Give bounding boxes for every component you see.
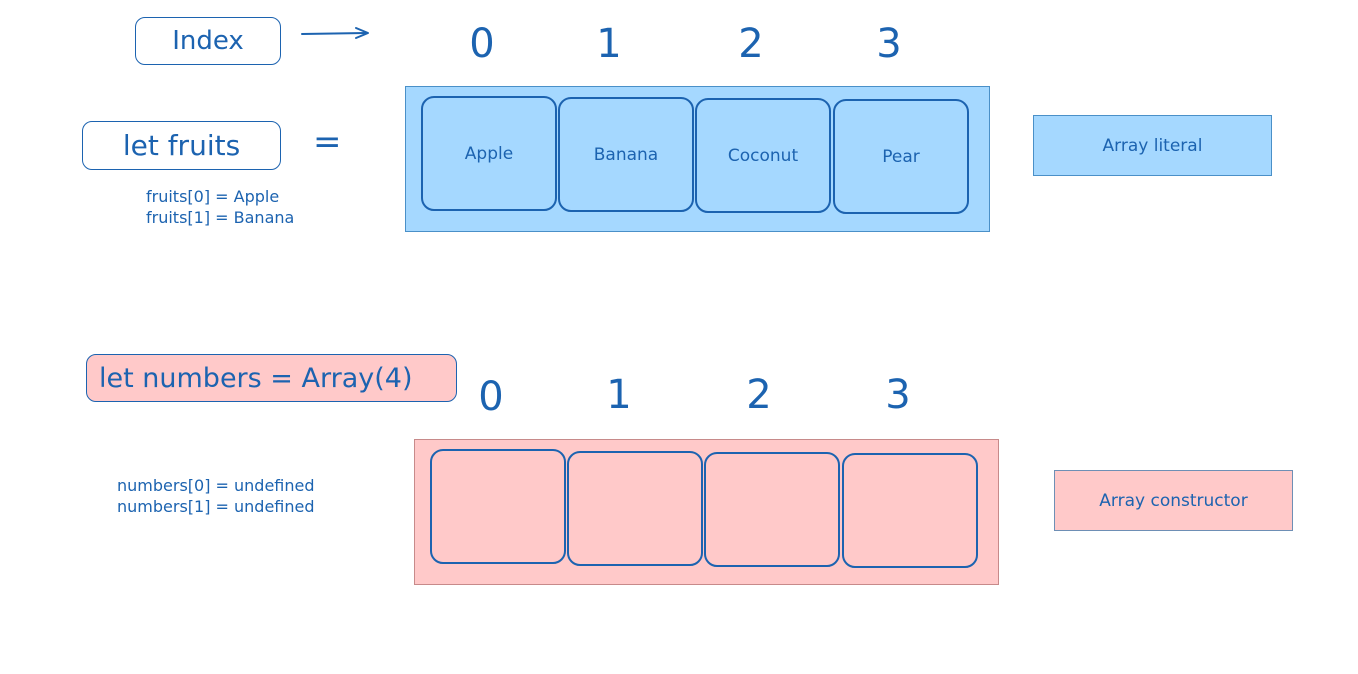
note-line: fruits[1] = Banana	[146, 208, 295, 227]
note-line: numbers[1] = undefined	[117, 497, 315, 516]
note-line: fruits[0] = Apple	[146, 187, 280, 206]
array-cell	[430, 449, 566, 564]
index-label: Index	[135, 17, 281, 65]
array-cell: Banana	[558, 97, 694, 212]
fruits-declaration: let fruits	[82, 121, 281, 170]
index-number: 0	[478, 374, 504, 420]
legend-array-constructor: Array constructor	[1054, 470, 1293, 531]
array-cell: Apple	[421, 96, 557, 211]
index-number: 1	[606, 372, 632, 418]
array-cell: Coconut	[695, 98, 831, 213]
index-number: 3	[876, 21, 902, 67]
fruits-array-container: Apple Banana Coconut Pear	[405, 86, 990, 232]
legend-array-literal: Array literal	[1033, 115, 1272, 176]
index-number: 3	[885, 372, 911, 418]
index-number: 2	[738, 21, 764, 67]
array-cell	[567, 451, 703, 566]
index-number: 0	[469, 21, 495, 67]
array-cell: Pear	[833, 99, 969, 214]
numbers-array-container	[414, 439, 999, 585]
equals-sign: =	[313, 122, 342, 162]
array-cell	[842, 453, 978, 568]
numbers-declaration: let numbers = Array(4)	[86, 354, 457, 402]
note-line: numbers[0] = undefined	[117, 476, 315, 495]
index-number: 2	[746, 372, 772, 418]
arrow-right-icon	[301, 27, 369, 39]
index-number: 1	[596, 21, 622, 67]
array-cell	[704, 452, 840, 567]
